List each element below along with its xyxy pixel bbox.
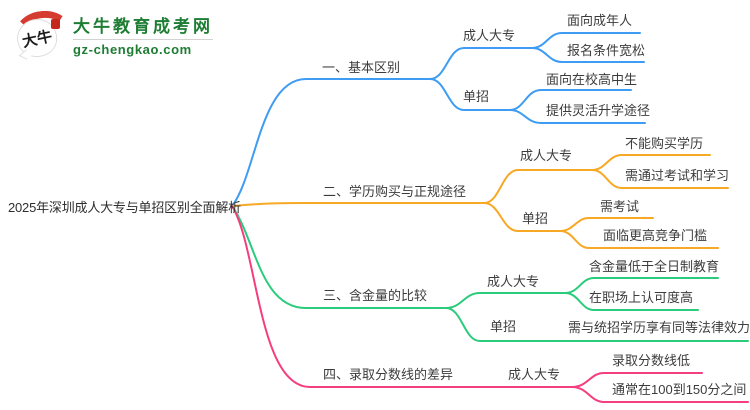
logo-bull-icon: 大牛 <box>12 7 74 61</box>
node-label-adult-college-b2: 成人大专 <box>520 148 573 163</box>
branch-1-connector-lines <box>231 32 646 207</box>
connector-line <box>564 292 699 311</box>
connector-line <box>571 386 749 403</box>
leaf-label-faces-adults: 面向成年人 <box>567 13 633 28</box>
branch-label-diploma-purchase: 二、学历购买与正规途径 <box>323 184 467 199</box>
connector-line <box>231 205 447 309</box>
logo-text-block: 大牛教育成考网 gz-chengkao.com <box>73 12 213 57</box>
node-label-single-recruit-b1: 单招 <box>463 89 490 104</box>
node-label-adult-college-b4: 成人大专 <box>508 367 561 382</box>
leaf-label-cannot-buy-diploma: 不能购买学历 <box>625 136 704 151</box>
site-logo: 大牛 大牛教育成考网 gz-chengkao.com <box>12 7 213 61</box>
branch-label-value-comparison: 三、含金量的比较 <box>323 288 428 303</box>
branch-label-admission-scores: 四、录取分数线的差异 <box>323 367 454 382</box>
connector-line <box>564 277 719 294</box>
connector-line <box>483 202 561 232</box>
logo-divider-line <box>73 38 213 40</box>
connector-line <box>231 202 485 207</box>
leaf-label-lower-than-fulltime: 含金量低于全日制教育 <box>589 259 720 274</box>
root-node-label: 2025年深圳成人大专与单招区别全面解析 <box>8 200 241 215</box>
leaf-label-targets-high-schoolers: 面向在校高中生 <box>546 72 638 87</box>
leaf-label-requires-exams-study: 需通过考试和学习 <box>625 168 730 183</box>
branch-3-connector-lines <box>231 205 749 342</box>
leaf-label-relaxed-requirements: 报名条件宽松 <box>567 43 646 58</box>
branch-label-basic-differences: 一、基本区别 <box>322 60 401 75</box>
branch-4-connector-lines <box>231 205 749 403</box>
connector-line <box>509 89 632 111</box>
node-label-single-recruit-b3: 单招 <box>490 319 517 334</box>
connector-line <box>429 78 511 111</box>
connector-line <box>483 169 593 204</box>
leaf-label-equal-legal-status: 需与统招学历享有同等法律效力 <box>568 320 750 335</box>
connector-line <box>429 47 533 80</box>
leaf-label-score-range-100-150: 通常在100到150分之间 <box>612 382 747 397</box>
leaf-label-higher-competition: 面临更高竞争门槛 <box>603 228 708 243</box>
branch-2-connector-lines <box>231 154 729 249</box>
logo-red-seal <box>51 19 60 29</box>
leaf-label-requires-exam: 需考试 <box>600 199 640 214</box>
connector-line <box>591 154 711 171</box>
connector-line <box>231 205 573 388</box>
connector-line <box>445 307 749 342</box>
leaf-label-low-admission-line: 录取分数线低 <box>612 353 691 368</box>
connector-line <box>445 292 566 309</box>
node-label-single-recruit-b2: 单招 <box>522 211 549 226</box>
leaf-label-flexible-pathways: 提供灵活升学途径 <box>546 103 651 118</box>
node-label-adult-college-b3: 成人大专 <box>487 274 540 289</box>
connector-line <box>509 109 646 124</box>
connector-line <box>591 169 729 189</box>
logo-icon-text: 大牛 <box>20 27 54 51</box>
logo-site-title: 大牛教育成考网 <box>73 16 213 36</box>
connector-line <box>231 78 431 207</box>
logo-site-url: gz-chengkao.com <box>73 41 192 57</box>
connector-line <box>531 47 645 63</box>
connector-line <box>559 230 719 249</box>
node-label-adult-college-b1: 成人大专 <box>463 28 516 43</box>
leaf-label-workplace-recognition: 在职场上认可度高 <box>589 290 694 305</box>
